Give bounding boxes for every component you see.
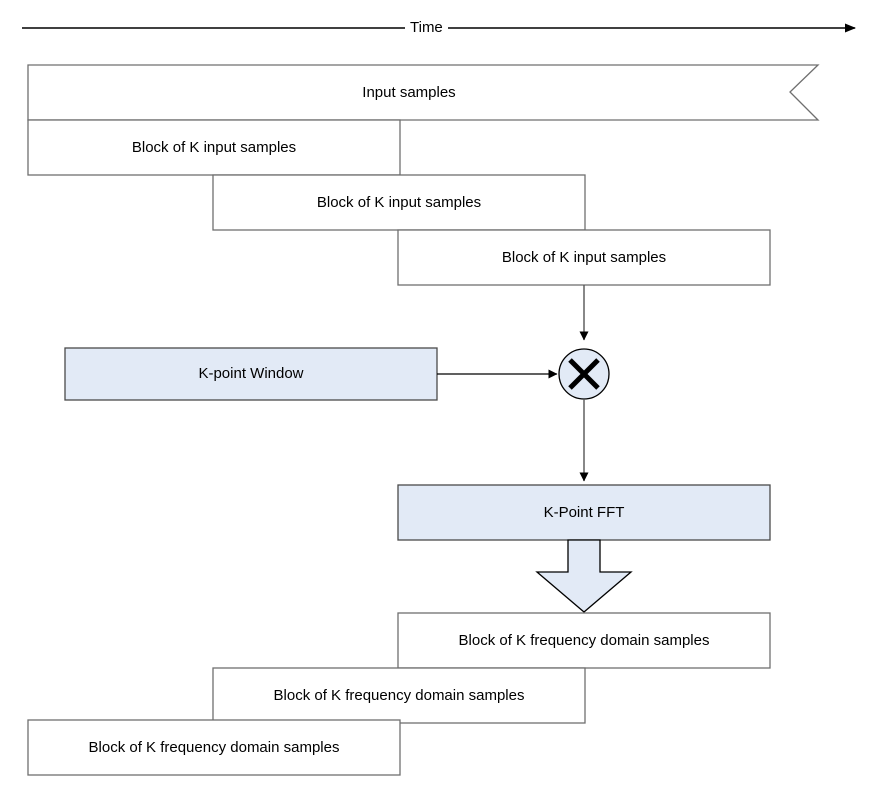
window-box[interactable] (64, 347, 438, 401)
output-block-2-rect (212, 667, 586, 724)
input-stream-banner[interactable] (27, 64, 820, 121)
block-down-arrow-hit[interactable] (537, 540, 631, 612)
output-block-2-hit[interactable] (213, 668, 585, 723)
output-block-3-rect (27, 719, 401, 776)
block-down-arrow-icon (535, 539, 633, 613)
time-axis-label: Time (405, 19, 448, 36)
input-block-1-hit[interactable] (28, 120, 400, 175)
output-block-1-hit[interactable] (398, 613, 770, 668)
fft-box[interactable] (397, 484, 771, 541)
multiply-icon (568, 358, 600, 390)
fft-box-hit[interactable] (398, 485, 770, 540)
input-stream-shape (27, 64, 820, 121)
window-box-rect (64, 347, 438, 401)
input-block-2-rect (212, 174, 586, 231)
input-block-3-hit[interactable] (398, 230, 770, 285)
multiplier-node-hit[interactable] (559, 349, 609, 399)
input-block-2[interactable] (212, 174, 586, 231)
input-block-3[interactable] (397, 229, 771, 286)
multiplier-node[interactable] (558, 348, 610, 400)
output-block-3[interactable] (27, 719, 401, 776)
output-block-3-hit[interactable] (28, 720, 400, 775)
fft-box-rect (397, 484, 771, 541)
block-down-arrow-shape (535, 539, 633, 613)
input-block-3-rect (397, 229, 771, 286)
input-stream-hit[interactable] (28, 65, 818, 120)
input-block-1-rect (27, 119, 401, 176)
window-box-hit[interactable] (65, 348, 437, 400)
input-block-1[interactable] (27, 119, 401, 176)
output-block-2[interactable] (212, 667, 586, 724)
input-block-2-hit[interactable] (213, 175, 585, 230)
